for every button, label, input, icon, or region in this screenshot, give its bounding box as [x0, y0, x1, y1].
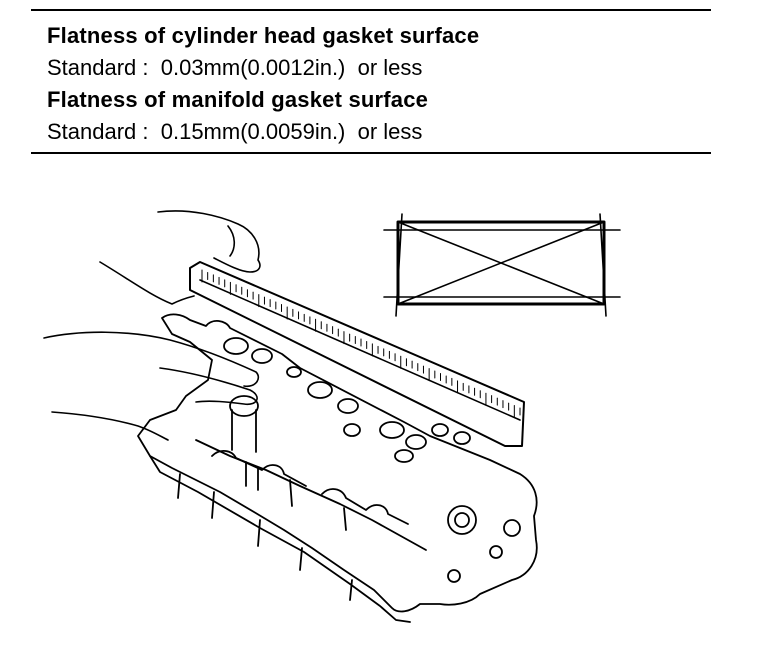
bottom-rule — [31, 152, 711, 154]
right-hand — [99, 210, 261, 305]
spec-title-cylinder-head: Flatness of cylinder head gasket surface — [47, 23, 480, 48]
measurement-pattern-inset — [383, 213, 621, 317]
cylinder-head — [137, 313, 538, 623]
top-rule — [31, 9, 711, 11]
left-hand — [43, 331, 260, 441]
spec-standard-manifold: Standard : 0.15mm(0.0059in.) or less — [47, 119, 423, 144]
spec-standard-cylinder-head: Standard : 0.03mm(0.0012in.) or less — [47, 55, 423, 80]
spec-block: Flatness of cylinder head gasket surface… — [47, 20, 707, 148]
spec-title-manifold: Flatness of manifold gasket surface — [47, 87, 429, 112]
cylinder-head-straightedge-illustration — [43, 210, 621, 623]
straightedge — [189, 261, 525, 447]
